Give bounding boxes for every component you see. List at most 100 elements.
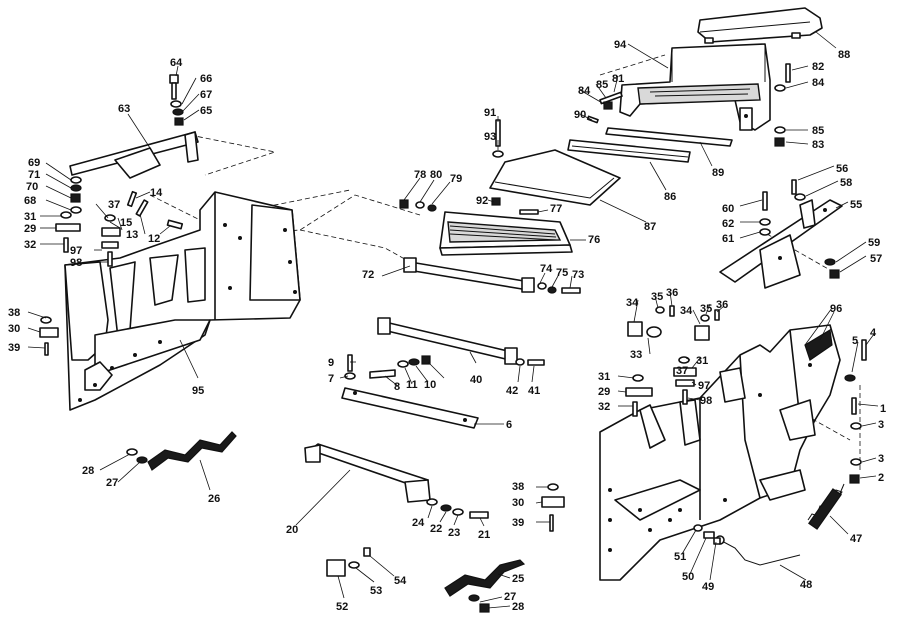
callout-label: 90	[574, 109, 586, 121]
callout-label: 49	[702, 581, 714, 593]
spring-47	[807, 483, 845, 530]
callout-label: 12	[148, 233, 160, 245]
clamp-25	[444, 559, 526, 597]
callout-label: 61	[722, 233, 734, 245]
callout-label: 14	[150, 187, 163, 199]
callout-label: 52	[336, 601, 348, 613]
callout-label: 73	[572, 269, 584, 281]
callout-label: 69	[28, 157, 40, 169]
callout-label: 30	[512, 497, 524, 509]
callout-label: 33	[630, 349, 642, 361]
callout-label: 56	[836, 163, 848, 175]
callout-label: 98	[700, 395, 712, 407]
callout-label: 71	[28, 169, 40, 181]
callout-label: 55	[850, 199, 862, 211]
shaft-72	[403, 257, 535, 293]
callout-label: 7	[328, 373, 334, 385]
bar-86	[567, 139, 691, 163]
callout-label: 21	[478, 529, 490, 541]
callout-label: 74	[540, 263, 553, 275]
callout-label: 38	[8, 307, 20, 319]
callout-label: 85	[596, 79, 608, 91]
callout-label: 88	[838, 49, 850, 61]
callout-label: 35	[651, 291, 663, 303]
callout-label: 98	[70, 257, 82, 269]
callout-label: 11	[406, 379, 418, 391]
callout-label: 87	[644, 221, 656, 233]
callout-label: 15	[120, 217, 132, 229]
callout-label: 37	[108, 199, 120, 211]
callout-label: 35	[700, 303, 712, 315]
callout-label: 31	[696, 355, 708, 367]
callout-label: 57	[870, 253, 882, 265]
callout-label: 81	[612, 73, 624, 85]
callout-label: 67	[200, 89, 212, 101]
callout-label: 2	[878, 472, 884, 484]
callout-label: 32	[598, 401, 610, 413]
callout-label: 34	[680, 305, 693, 317]
callout-label: 80	[430, 169, 442, 181]
callout-label: 94	[614, 39, 627, 51]
assembly-holes	[608, 363, 812, 552]
callout-label: 70	[26, 181, 38, 193]
callout-label: 48	[800, 579, 812, 591]
callout-label: 25	[512, 573, 524, 585]
bar-6	[341, 387, 479, 429]
callout-label: 20	[286, 524, 298, 536]
callout-label: 38	[512, 481, 524, 493]
callout-label: 60	[722, 203, 734, 215]
callout-label: 27	[504, 591, 516, 603]
callout-label: 34	[626, 297, 639, 309]
callout-label: 97	[70, 245, 82, 257]
callout-label: 36	[716, 299, 728, 311]
callout-label: 41	[528, 385, 540, 397]
callout-label: 84	[578, 85, 591, 97]
callout-label: 47	[850, 533, 862, 545]
callout-label: 54	[394, 575, 407, 587]
callout-label: 65	[200, 105, 212, 117]
callout-label: 63	[118, 103, 130, 115]
callout-label: 50	[682, 571, 694, 583]
bracket-63	[69, 131, 199, 179]
callout-label: 93	[484, 131, 496, 143]
clamp-26	[147, 431, 237, 471]
side-panel-95	[64, 191, 301, 411]
callout-label: 3	[878, 453, 884, 465]
callout-label: 76	[588, 234, 600, 246]
callout-label: 85	[812, 125, 824, 137]
callout-label: 82	[812, 61, 824, 73]
panel-holes	[78, 223, 297, 402]
callout-label: 31	[598, 371, 610, 383]
callout-label: 64	[170, 57, 183, 69]
callout-label: 26	[208, 493, 220, 505]
callout-label: 36	[666, 287, 678, 299]
callout-label: 10	[424, 379, 436, 391]
leader-lines	[27, 31, 879, 609]
callout-label: 29	[24, 223, 36, 235]
callout-label: 23	[448, 527, 460, 539]
callout-label: 29	[598, 386, 610, 398]
callout-label: 42	[506, 385, 518, 397]
cover-plate-88	[697, 7, 823, 44]
callout-label: 1	[880, 403, 886, 415]
callout-label: 53	[370, 585, 382, 597]
callout-label: 92	[476, 195, 488, 207]
rod-48	[715, 535, 801, 566]
callout-label: 27	[106, 477, 118, 489]
callout-label: 8	[394, 381, 400, 393]
callout-label: 3	[878, 419, 884, 431]
callout-label: 51	[674, 551, 686, 563]
bracket-55	[719, 199, 843, 289]
right-main-assembly	[599, 324, 841, 581]
callout-label: 62	[722, 218, 734, 230]
shaft-20	[304, 443, 431, 503]
frame-94	[619, 43, 771, 131]
callout-label: 59	[868, 237, 880, 249]
callout-label: 58	[840, 177, 852, 189]
callout-label: 39	[512, 517, 524, 529]
callout-label: 84	[812, 77, 825, 89]
callout-label: 6	[506, 419, 512, 431]
callout-label: 9	[328, 357, 334, 369]
callout-label: 72	[362, 269, 374, 281]
